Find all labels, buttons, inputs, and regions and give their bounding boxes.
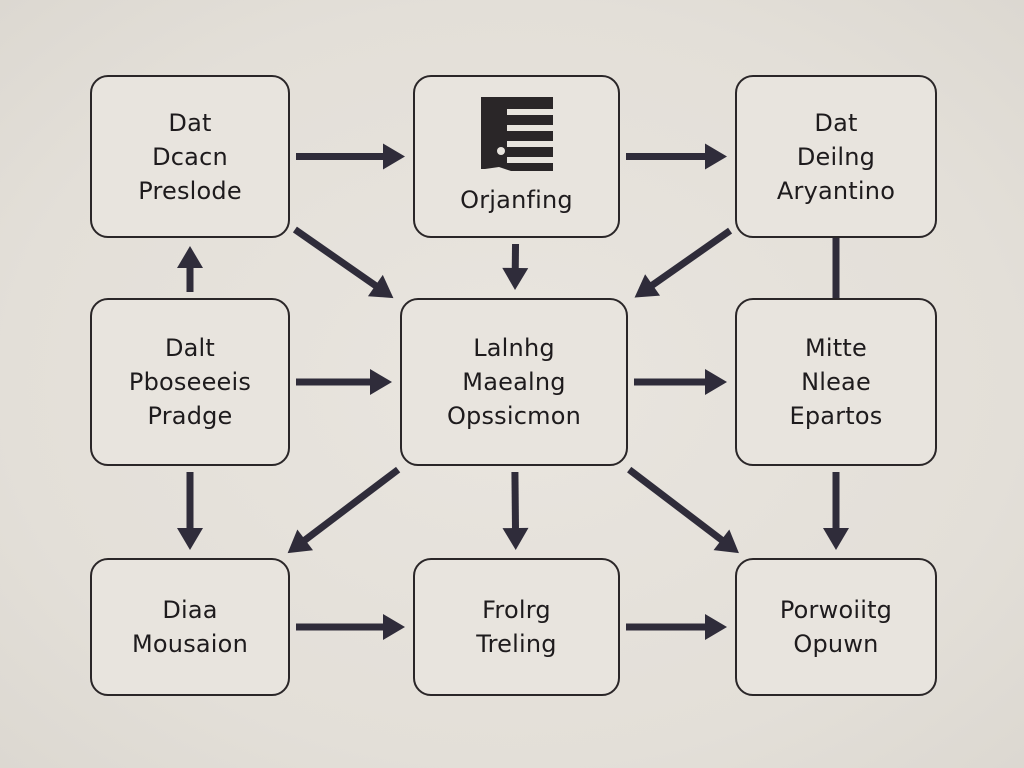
node-mitte-epartos[interactable]: Mitte Nleae Epartos [735, 298, 937, 466]
edge-n2-n5 [502, 243, 529, 291]
node-label-line: Dcacn [152, 142, 228, 171]
edge-n6-n9 [823, 472, 849, 550]
node-label-line: Mitte [805, 334, 867, 362]
node-diaa-mousaion[interactable]: Diaa Mousaion [90, 558, 290, 696]
arrowhead-icon [502, 527, 529, 551]
arrowhead-icon [383, 614, 405, 640]
edge-n1-n5 [292, 226, 394, 299]
node-label-line: Diaa [162, 596, 218, 624]
arrowhead-icon [177, 528, 203, 550]
node-label-line: Frolrg [482, 596, 551, 624]
arrowhead-icon [177, 246, 203, 268]
edge-n4-n5 [296, 369, 392, 395]
node-label-line: Aryantino [776, 176, 896, 205]
edge-line [627, 466, 728, 546]
node-data-preslode[interactable]: Dat Dcacn Preslode [90, 75, 290, 238]
node-central-opssicmon[interactable]: Lalnhg Maealng Opssicmon [400, 298, 628, 466]
arrowhead-icon [502, 267, 529, 291]
edge-n8-n9 [626, 614, 727, 640]
node-label-line: Deilng [796, 142, 876, 171]
edge-n5-n8 [502, 471, 529, 551]
node-label-line: Opssicmon [446, 402, 582, 430]
node-label-line: Lalnhg [473, 334, 555, 362]
edge-n5-n6 [634, 369, 727, 395]
arrowhead-icon [634, 274, 661, 298]
node-label-line: Dalt [164, 334, 216, 362]
edge-n4-n7 [177, 472, 203, 550]
node-label-line: Opuwn [793, 630, 879, 658]
node-data-aryantino[interactable]: Dat Deilng Aryantino [735, 75, 937, 238]
arrowhead-icon [705, 614, 727, 640]
edge-n7-n8 [296, 614, 405, 640]
node-organizing[interactable]: Orjanfing [413, 75, 620, 238]
edge-n5-n7 [287, 466, 401, 554]
arrowhead-icon [287, 529, 314, 554]
node-data-pradge[interactable]: Dalt Pboseeeis Pradge [90, 298, 290, 466]
node-label-line: Pboseeeis [128, 368, 252, 396]
edge-n5-n9 [627, 466, 739, 554]
edge-line [299, 466, 401, 546]
arrowhead-icon [383, 143, 405, 170]
node-porwoiitg-opuwn[interactable]: Porwoiitg Opuwn [735, 558, 937, 696]
edge-line [511, 471, 520, 533]
edge-n1-n2 [296, 143, 405, 170]
node-label-line: Nleae [801, 368, 871, 396]
arrowhead-icon [370, 369, 392, 395]
arrowhead-icon [713, 529, 739, 554]
node-label-line: Dat [814, 108, 858, 137]
node-label-line: Dat [168, 108, 212, 137]
node-label-line: Pradge [147, 402, 233, 430]
edge-n4-n1 [177, 246, 203, 292]
node-label-line: Mousaion [132, 630, 248, 658]
edge-line [292, 226, 381, 291]
arrowhead-icon [705, 143, 727, 170]
edge-line [646, 227, 733, 291]
node-label-line: Porwoiitg [779, 596, 893, 624]
node-label-line: Treling [476, 630, 557, 658]
node-frolrg-treling[interactable]: Frolrg Treling [413, 558, 620, 696]
node-label-line: Orjanfing [460, 185, 573, 214]
node-label-line: Maealng [462, 368, 566, 396]
document-list-icon [480, 96, 553, 171]
arrowhead-icon [823, 528, 849, 550]
node-label-line: Preslode [138, 176, 242, 205]
node-label-line: Epartos [789, 402, 883, 430]
edge-n3-n5 [634, 227, 733, 298]
arrowhead-icon [705, 369, 727, 395]
edge-n2-n3 [626, 143, 727, 170]
arrowhead-icon [367, 274, 394, 299]
